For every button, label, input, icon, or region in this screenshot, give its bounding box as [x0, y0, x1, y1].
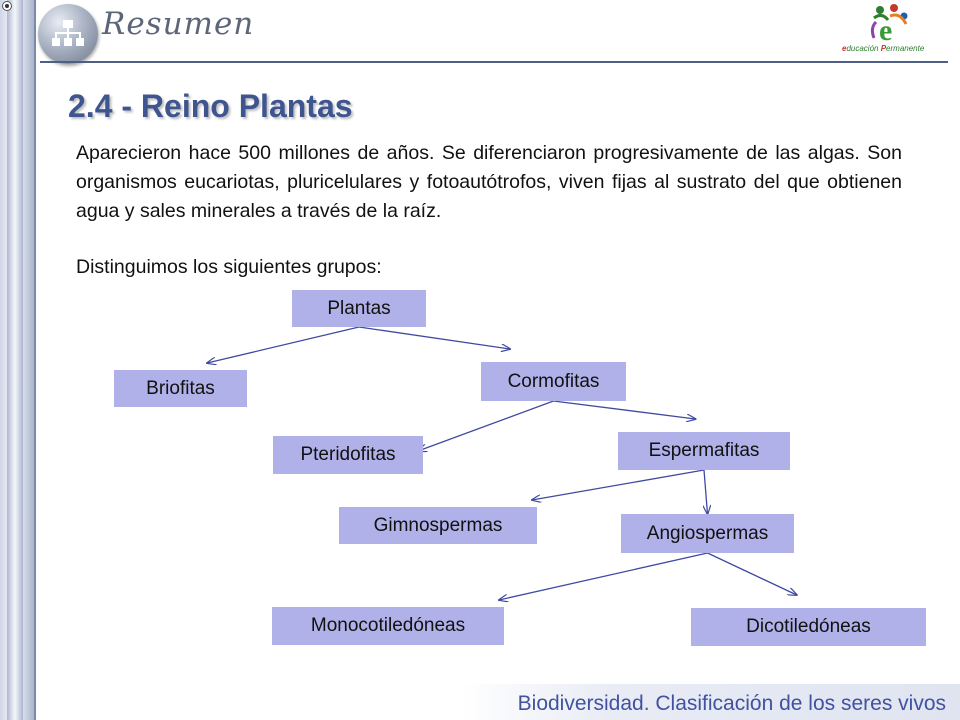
- edge-cormofitas-to-espermafitas: [553, 400, 696, 419]
- edge-angiospermas-to-dicotiledoneas: [707, 552, 797, 595]
- node-dicotiledoneas: Dicotiledóneas: [691, 608, 926, 646]
- brand-figures-icon: e: [870, 4, 908, 47]
- educacion-permanente-logo: e: [830, 2, 950, 60]
- footer-band: [460, 684, 960, 720]
- edge-angiospermas-to-monocotiledoneas: [499, 552, 708, 600]
- node-gimnospermas: Gimnospermas: [339, 507, 537, 544]
- slide-title: 2.4 - Reino Plantas: [68, 88, 353, 124]
- node-monocotiledoneas: Monocotiledóneas: [272, 607, 504, 645]
- node-plantas: Plantas: [292, 290, 426, 327]
- edge-plantas-to-cormofitas: [358, 326, 510, 349]
- hierarchy-icon: [52, 20, 84, 46]
- node-angiospermas: Angiospermas: [621, 514, 794, 553]
- node-briofitas: Briofitas: [114, 370, 247, 407]
- summary-logo-icon: [38, 4, 98, 64]
- rail-band: [7, 0, 23, 720]
- node-cormofitas: Cormofitas: [481, 362, 626, 401]
- description-paragraph: Aparecieron hace 500 millones de años. S…: [76, 142, 902, 222]
- left-decorative-rail: [0, 0, 36, 720]
- edge-espermafitas-to-gimnospermas: [532, 469, 705, 500]
- node-pteridofitas: Pteridofitas: [273, 436, 423, 474]
- header-divider: [40, 61, 948, 63]
- edge-espermafitas-to-angiospermas: [704, 469, 708, 514]
- footer-text: Biodiversidad. Clasificación de los sere…: [517, 692, 946, 715]
- node-espermafitas: Espermafitas: [618, 432, 790, 470]
- header-title: Resumen: [102, 6, 255, 42]
- rail-ring-icon: [2, 1, 12, 11]
- brand-caption: educación Permanente: [842, 44, 925, 53]
- groups-intro: Distinguimos los siguientes grupos:: [76, 256, 382, 278]
- edge-cormofitas-to-pteridofitas: [418, 400, 554, 451]
- edge-plantas-to-briofitas: [207, 326, 360, 363]
- brand-letter: e: [879, 14, 892, 46]
